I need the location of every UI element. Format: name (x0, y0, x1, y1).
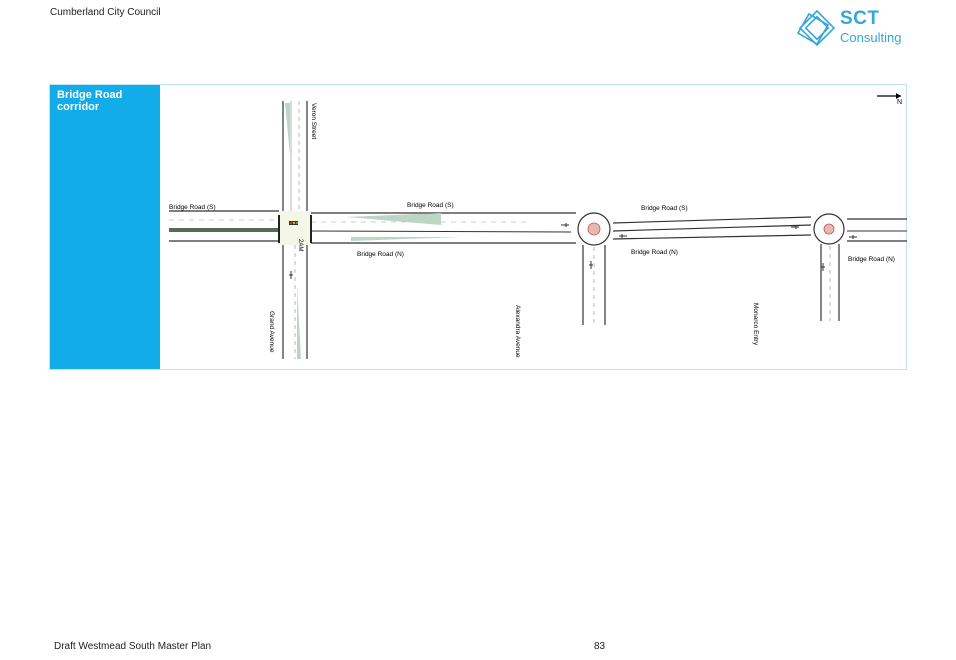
alexandra-roundabout (577, 212, 611, 325)
label-bridge-road-s-west: Bridge Road (S) (169, 204, 216, 211)
logo-line-2: Consulting (840, 30, 902, 45)
panel-title: Bridge Road corridor (57, 89, 123, 113)
label-bridge-road-n-far: Bridge Road (N) (848, 256, 895, 263)
median-strip (169, 228, 907, 233)
label-veron-street: Veron Street (310, 103, 317, 139)
signal-note-label: 2AM (297, 239, 303, 251)
footer-page-number: 83 (594, 641, 606, 652)
header-organisation: Cumberland City Council (50, 7, 161, 18)
veron-street-road (282, 101, 308, 213)
signalised-intersection: 2AM (278, 211, 312, 251)
lane-arrow-markings (289, 223, 857, 279)
label-bridge-road-n-mid: Bridge Road (N) (357, 251, 404, 258)
bridge-road-south-carriageway (169, 210, 907, 232)
sct-logo: SCT Consulting (795, 6, 915, 52)
panel-label-cell: Bridge Road corridor (50, 85, 160, 369)
corridor-panel: Bridge Road corridor N (49, 84, 907, 370)
label-bridge-road-s-east: Bridge Road (S) (641, 205, 688, 212)
label-alexandra-avenue: Alexandra Avenue (514, 305, 521, 358)
label-grand-avenue: Grand Avenue (268, 311, 275, 353)
label-monarco-entry: Monarco Entry (752, 303, 759, 346)
north-arrow-label: N (897, 99, 902, 106)
bridge-road-north-carriageway (169, 234, 907, 244)
monarco-roundabout (813, 213, 845, 321)
north-arrow-icon: N (877, 93, 902, 106)
logo-line-1: SCT (840, 8, 880, 29)
grand-avenue-road (282, 245, 308, 359)
label-bridge-road-n-east: Bridge Road (N) (631, 249, 678, 256)
road-diagram: N (169, 93, 907, 359)
footer-document-title: Draft Westmead South Master Plan (54, 641, 212, 652)
label-bridge-road-s-mid: Bridge Road (S) (407, 202, 454, 209)
diamond-logo-icon (796, 9, 836, 47)
